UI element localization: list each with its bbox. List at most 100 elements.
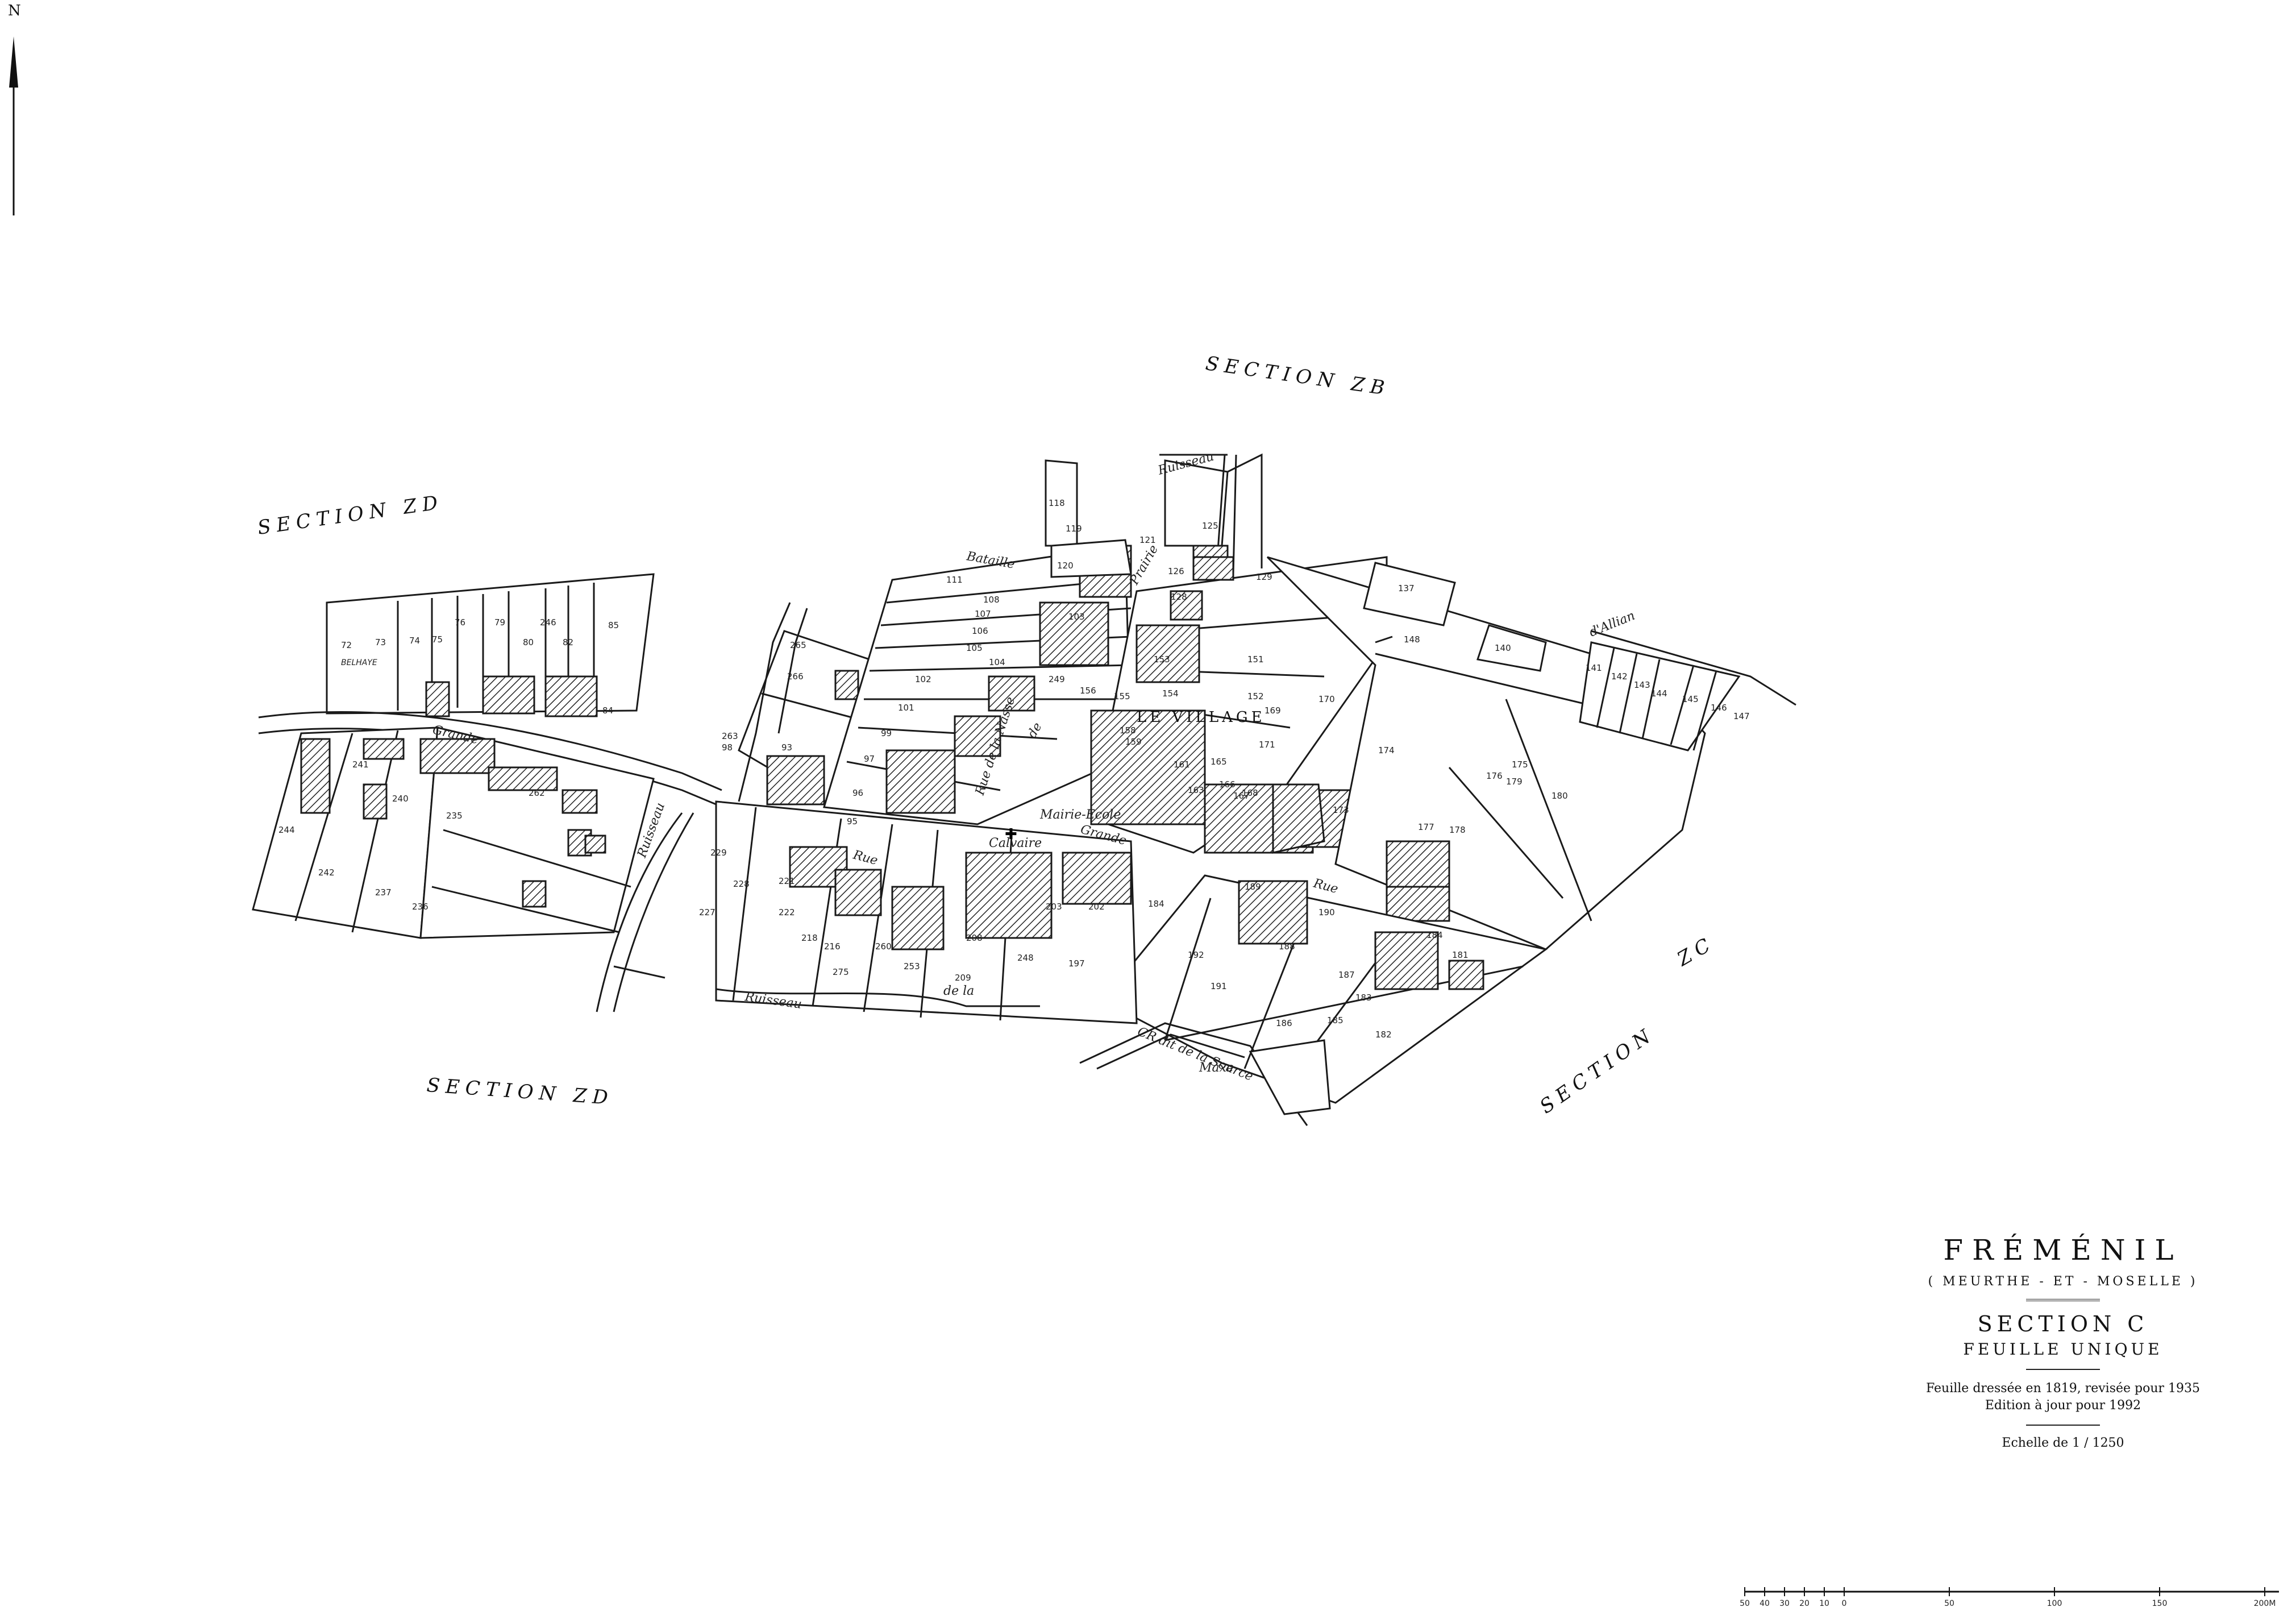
parcel-label: 73 — [375, 637, 386, 647]
parcel-label: 93 — [781, 742, 792, 753]
parcel-label: 161 — [1174, 759, 1190, 770]
south-east-block — [1101, 874, 1548, 1104]
parcel-label: 244 — [278, 825, 295, 835]
street-label-prairie: Prairie — [1127, 543, 1161, 588]
parcel-label: 72 — [341, 640, 352, 650]
village-east-block — [1090, 545, 1388, 854]
north-letter: N — [8, 2, 21, 19]
scale-tick-label: 30 — [1779, 1599, 1790, 1608]
parcel-label: 216 — [824, 941, 841, 952]
parcel-label: 249 — [1049, 674, 1065, 684]
parcel-label: 76 — [455, 617, 465, 628]
parcel-label: 228 — [733, 879, 750, 889]
scale-tick-label: 10 — [1819, 1599, 1829, 1608]
parcel-label: 173 — [1333, 805, 1349, 815]
parcel-label: 106 — [972, 626, 988, 636]
scale-tick-label: 50 — [1740, 1599, 1750, 1608]
parcel-label: 266 — [787, 671, 804, 682]
scale-text: Echelle de 1 / 1250 — [2002, 1436, 2124, 1450]
parcel-label: 218 — [801, 933, 818, 943]
street-label-allian: d'Allian — [1587, 609, 1637, 640]
title-rule — [2026, 1369, 2100, 1370]
parcel-label: 97 — [864, 754, 875, 764]
parcel-label: 186 — [1276, 1018, 1292, 1028]
parcel-label: 142 — [1611, 671, 1628, 682]
parcel-label: 165 — [1211, 757, 1227, 767]
sheet-title: FEUILLE UNIQUE — [1963, 1340, 2163, 1359]
parcel-label: 140 — [1495, 643, 1511, 653]
scale-tick-label: 200M — [2254, 1599, 2276, 1608]
parcel-label: 260 — [875, 941, 892, 952]
parcel-label: 158 — [1120, 725, 1136, 736]
place-label-calvaire: Calvaire — [989, 836, 1042, 850]
scale-tick-label: 20 — [1799, 1599, 1810, 1608]
parcel-label: 108 — [983, 595, 1000, 605]
parcel-label: 126 — [1168, 566, 1184, 576]
parcel-label: 102 — [915, 674, 931, 684]
parcel-label: 179 — [1506, 777, 1523, 787]
parcel-label: 96 — [852, 788, 863, 798]
parcel-label: 104 — [989, 657, 1005, 667]
place-labels: LE VILLAGE BELHAYE Mairie-Ecole Calvaire… — [341, 658, 1262, 850]
parcel-label: 180 — [1552, 791, 1568, 801]
parcel-label: 147 — [1733, 711, 1750, 721]
section-zc-section: SECTION — [1536, 1022, 1659, 1118]
parcel-label: 148 — [1404, 634, 1420, 645]
title-rule — [2026, 1425, 2100, 1426]
parcel-label: 263 — [722, 731, 738, 741]
parcel-label: 242 — [318, 867, 335, 878]
parcel-label: 203 — [1046, 902, 1062, 912]
parcel-label: 144 — [1651, 688, 1667, 699]
section-zd-top: SECTION ZD — [256, 491, 445, 539]
place-label-belhaye: BELHAYE — [341, 658, 377, 667]
parcel-label: 111 — [946, 575, 963, 585]
parcel-label: 99 — [881, 728, 892, 738]
parcel-label: 275 — [833, 967, 849, 977]
parcel-label: 95 — [847, 816, 858, 827]
west-block — [326, 573, 655, 717]
parcel-label: 119 — [1066, 524, 1082, 534]
department-name: ( MEURTHE - ET - MOSELLE ) — [1928, 1274, 2198, 1289]
parcel-label: 176 — [1486, 771, 1503, 781]
parcel-label: 240 — [392, 794, 409, 804]
parcel-label: 103 — [1068, 612, 1085, 622]
parcel-label: 151 — [1247, 654, 1264, 665]
scale-tick-label: 100 — [2047, 1599, 2062, 1608]
parcel-label: 192 — [1188, 950, 1204, 960]
parcel-label: 101 — [898, 703, 914, 713]
street-label-rue-east: Rue — [1311, 876, 1340, 896]
parcel-label: 152 — [1247, 691, 1264, 701]
parcel-label: 125 — [1202, 521, 1218, 531]
parcel-label: 121 — [1139, 535, 1156, 545]
parcel-label: 187 — [1338, 970, 1355, 980]
parcel-label: 143 — [1634, 680, 1650, 690]
parcel-label: 222 — [779, 907, 795, 917]
parcel-label: 129 — [1256, 572, 1272, 582]
parcel-label: 159 — [1125, 737, 1142, 747]
scale-tick-label: 0 — [1842, 1599, 1847, 1608]
south-west-block — [252, 726, 655, 939]
parcel-label: 229 — [710, 848, 727, 858]
parcel-label: 105 — [966, 643, 983, 653]
parcel-label: 154 — [1162, 688, 1179, 699]
section-zd-bottom: SECTION ZD — [426, 1074, 614, 1110]
parcel-label: 120 — [1057, 560, 1074, 571]
parcel-label: 182 — [1375, 1029, 1392, 1040]
parcel-label: 177 — [1418, 822, 1434, 832]
ruisseau-sw — [596, 812, 694, 1012]
scale-tick-label: 40 — [1760, 1599, 1770, 1608]
scale-tick-label: 50 — [1944, 1599, 1954, 1608]
parcel-label: 191 — [1211, 981, 1227, 991]
title-block: FRÉMÉNIL ( MEURTHE - ET - MOSELLE ) SECT… — [1807, 1234, 2296, 1450]
title-rule — [2026, 1299, 2100, 1301]
parcel-label: 145 — [1682, 694, 1699, 704]
parcel-label: 174 — [1378, 745, 1395, 755]
section-title: SECTION C — [1977, 1311, 2149, 1336]
parcel-label: 188 — [1279, 941, 1295, 952]
parcel-label: 155 — [1114, 691, 1130, 701]
parcel-label: 265 — [790, 640, 806, 650]
parcel-labels: 72 73 74 75 76 79 80 246 82 85 84 241 24… — [278, 498, 1750, 1040]
parcel-label: 209 — [955, 973, 971, 983]
commune-name: FRÉMÉNIL — [1943, 1234, 2183, 1267]
